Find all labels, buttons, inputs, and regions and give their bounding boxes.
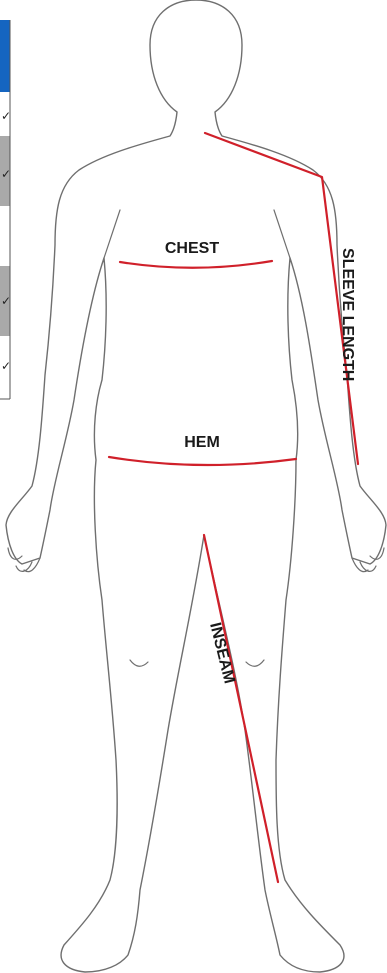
table-header-cell — [0, 20, 10, 92]
row-mark: ✓ — [1, 167, 11, 181]
body-outline — [6, 0, 386, 972]
hem-label: HEM — [184, 434, 220, 451]
size-table-fragment: ✓ ✓ ✓ ✓ — [0, 20, 11, 399]
body-figure — [6, 0, 386, 972]
chest-label: CHEST — [165, 240, 219, 257]
row-mark: ✓ — [1, 359, 11, 373]
table-row — [0, 206, 10, 266]
row-mark: ✓ — [1, 109, 11, 123]
sleeve-length-label: SLEEVE LENGTH — [339, 248, 356, 381]
row-mark: ✓ — [1, 294, 11, 308]
